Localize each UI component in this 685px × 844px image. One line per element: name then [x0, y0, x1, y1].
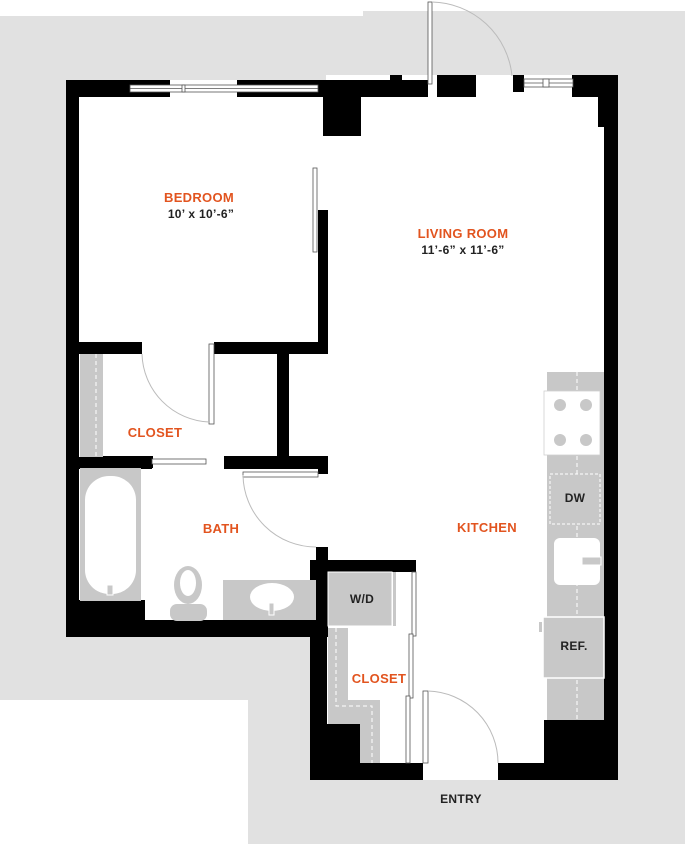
bedroom-sliding-door [312, 167, 318, 253]
dishwasher [549, 473, 601, 525]
kitchen-sink [554, 538, 602, 585]
bathtub [80, 468, 141, 601]
bath-label: BATH [202, 521, 240, 536]
exterior-patch [0, 16, 685, 844]
refrigerator-label: REF. [560, 639, 588, 653]
bath-vanity [223, 580, 316, 620]
stove [543, 390, 601, 456]
walls-final [66, 75, 618, 780]
balcony-door [427, 1, 513, 85]
bedroom-closet-label: CLOSET [127, 425, 183, 440]
bath-door [242, 471, 319, 548]
bedroom-dimensions: 10’ x 10’-6” [167, 207, 235, 221]
window-living [523, 78, 574, 88]
window-bedroom [129, 84, 319, 93]
entry-closet-shelf [328, 628, 380, 763]
entry-label: ENTRY [440, 792, 482, 806]
washer-dryer [327, 571, 396, 627]
closet-shelf [80, 354, 103, 457]
toilet [170, 566, 207, 621]
dishwasher-label: DW [564, 491, 586, 505]
entry-closet-label: CLOSET [351, 671, 407, 686]
living-room-label: LIVING ROOM [417, 226, 509, 241]
bedroom-closet-door [141, 343, 215, 425]
closet-bath-sliding-door [151, 458, 207, 465]
refrigerator [539, 616, 605, 679]
entry-closet-sliding-doors [405, 571, 417, 764]
washer-dryer-label: W/D [349, 592, 375, 606]
entry-door [422, 690, 499, 764]
kitchen-label: KITCHEN [457, 520, 517, 535]
bedroom-label: BEDROOM [164, 190, 234, 205]
living-room-dimensions: 11’-6” x 11’-6” [421, 243, 505, 257]
